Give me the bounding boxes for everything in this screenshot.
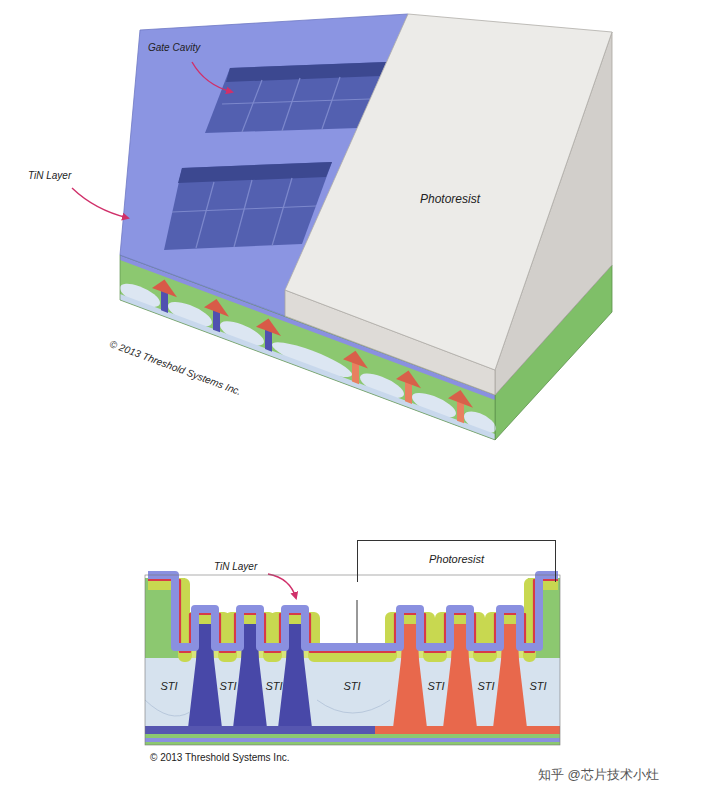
watermark: 知乎 @芯片技术小灶 bbox=[538, 768, 659, 783]
callout-label: TiN Layer bbox=[28, 170, 71, 182]
region-label: STI bbox=[477, 680, 494, 692]
photoresist-region: Photoresist bbox=[357, 540, 556, 582]
region-label: STI bbox=[529, 680, 546, 692]
region-label: STI bbox=[427, 680, 444, 692]
sti-region: STI bbox=[520, 676, 556, 696]
callout-label: Gate Cavity bbox=[148, 42, 200, 54]
photoresist-region: Photoresist bbox=[395, 186, 505, 212]
region-label: Photoresist bbox=[420, 192, 480, 206]
sti-region: STI bbox=[418, 676, 454, 696]
sti-region: STI bbox=[468, 676, 504, 696]
sti-region: STI bbox=[256, 676, 292, 696]
region-label: STI bbox=[343, 680, 360, 692]
sti-region: STI bbox=[330, 676, 374, 696]
sti-region: STI bbox=[210, 676, 246, 696]
sti-region: STI bbox=[150, 676, 188, 696]
region-label: STI bbox=[265, 680, 282, 692]
copyright-note: © 2013 Threshold Systems Inc. bbox=[108, 338, 243, 398]
callout-label: TiN Layer bbox=[214, 561, 257, 573]
region-label: STI bbox=[160, 680, 177, 692]
region-label: STI bbox=[219, 680, 236, 692]
copyright-note: © 2013 Threshold Systems Inc. bbox=[150, 752, 289, 764]
region-label: Photoresist bbox=[429, 553, 484, 565]
